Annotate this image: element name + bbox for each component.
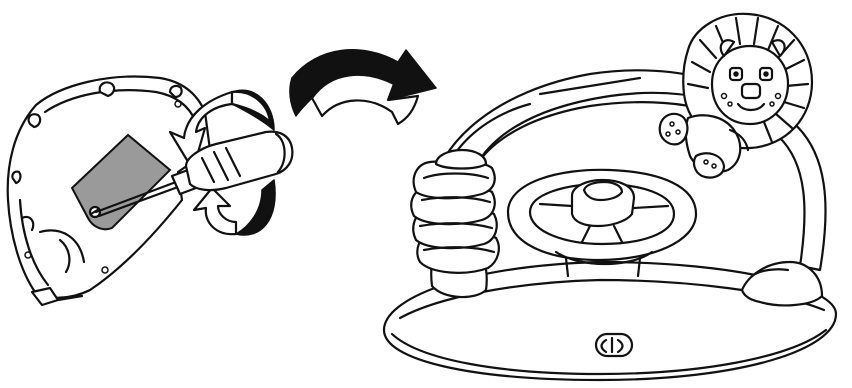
steering-wheel-icon: [506, 168, 698, 278]
curved-arrow-icon: [289, 49, 437, 126]
battery-door: [70, 133, 172, 231]
stacker-column: [410, 148, 500, 299]
battery-housing: [6, 75, 212, 307]
rotate-arrows-icon: [168, 89, 276, 236]
toy-base: [382, 69, 838, 382]
lion-toy-icon: [658, 12, 814, 179]
screwdriver-icon: [94, 130, 294, 218]
base-button: [594, 332, 634, 358]
